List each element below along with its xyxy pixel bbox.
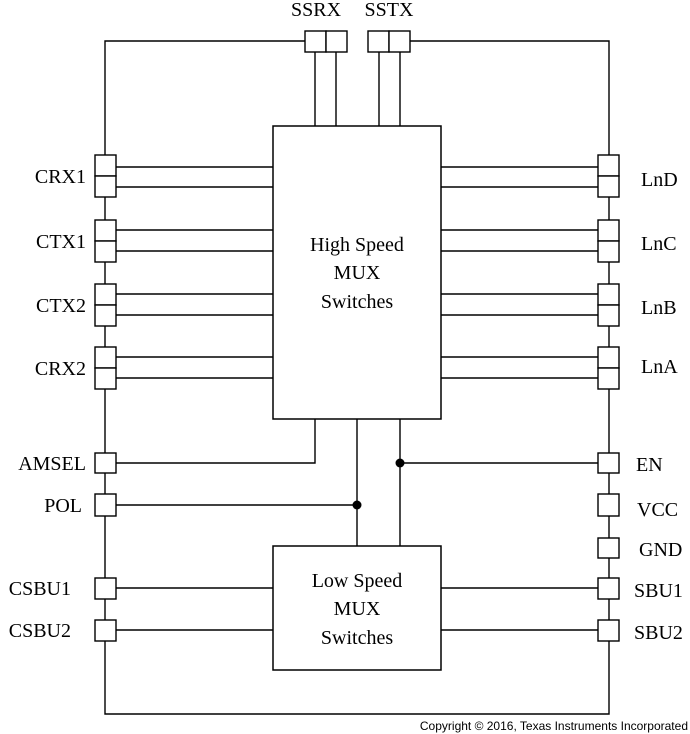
- copyright-notice: Copyright © 2016, Texas Instruments Inco…: [420, 719, 688, 733]
- pin-ctx2: [94, 283, 117, 327]
- label-en: EN: [636, 454, 663, 476]
- label-lna: LnA: [641, 356, 678, 378]
- label-sbu1: SBU1: [634, 580, 683, 602]
- pin-ctx1: [94, 219, 117, 263]
- hs-block-label-line2: MUX: [334, 262, 381, 284]
- junction-dot-pol: [352, 500, 362, 510]
- label-vcc: VCC: [637, 499, 678, 521]
- label-pol: POL: [44, 495, 82, 517]
- pin-sstx: [367, 30, 411, 53]
- package-outline: [104, 40, 610, 715]
- label-lnd: LnD: [641, 169, 678, 191]
- high-speed-mux-block: [272, 125, 442, 420]
- pin-pol: [94, 493, 117, 517]
- pin-vcc: [597, 493, 620, 517]
- label-ssrx: SSRX: [291, 0, 342, 21]
- control-wires: [116, 419, 598, 631]
- label-lnb: LnB: [641, 297, 677, 319]
- ls-block-label-line1: Low Speed: [312, 570, 403, 592]
- label-ctx2: CTX2: [36, 295, 86, 317]
- pin-sbu2: [597, 619, 620, 642]
- label-lnc: LnC: [641, 233, 677, 255]
- label-csbu1: CSBU1: [9, 578, 71, 600]
- pin-amsel: [94, 452, 117, 474]
- hs-block-label-line1: High Speed: [310, 234, 404, 256]
- label-ctx1: CTX1: [36, 231, 86, 253]
- pin-csbu2: [94, 619, 117, 642]
- pin-lnc: [597, 219, 620, 263]
- label-crx1: CRX1: [35, 166, 86, 188]
- label-sstx: SSTX: [365, 0, 414, 21]
- pin-ssrx: [304, 30, 348, 53]
- left-hs-lanes: [116, 166, 273, 379]
- pin-crx1: [94, 154, 117, 198]
- label-amsel: AMSEL: [18, 453, 86, 475]
- pin-gnd: [597, 537, 620, 559]
- top-lanes: [314, 52, 401, 126]
- label-crx2: CRX2: [35, 358, 86, 380]
- pin-lnd: [597, 154, 620, 198]
- junction-dot-en: [395, 458, 405, 468]
- pin-en: [597, 452, 620, 474]
- ls-block-label-line3: Switches: [321, 627, 393, 649]
- right-hs-lanes: [441, 166, 598, 379]
- ls-block-label-line2: MUX: [334, 598, 381, 620]
- hs-block-label-line3: Switches: [321, 291, 393, 313]
- pin-sbu1: [597, 577, 620, 600]
- pin-lna: [597, 346, 620, 390]
- label-csbu2: CSBU2: [9, 620, 71, 642]
- label-sbu2: SBU2: [634, 622, 683, 644]
- pin-lnb: [597, 283, 620, 327]
- pin-csbu1: [94, 577, 117, 600]
- pin-crx2: [94, 346, 117, 390]
- label-gnd: GND: [639, 539, 682, 561]
